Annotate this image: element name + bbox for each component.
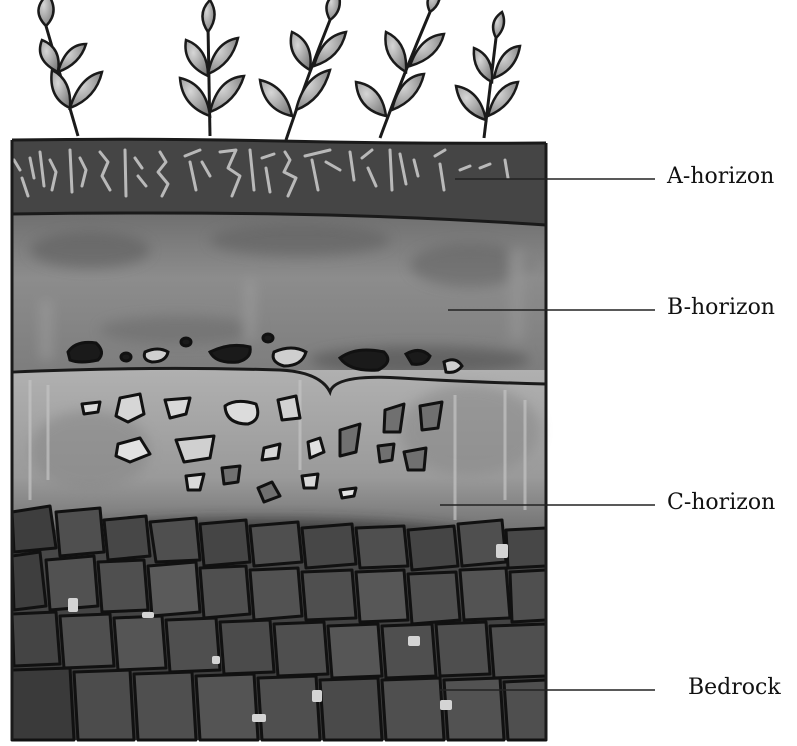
plant-icon bbox=[260, 0, 346, 140]
plant-icon bbox=[38, 0, 102, 136]
c-horizon-label: C-horizon bbox=[667, 492, 775, 514]
a-horizon-label: A-horizon bbox=[667, 166, 774, 188]
plant-icon bbox=[456, 12, 520, 138]
b-horizon-label: B-horizon bbox=[667, 297, 775, 319]
plant-icon bbox=[180, 0, 244, 136]
bedrock-blocks bbox=[12, 506, 546, 740]
a-horizon-layer bbox=[12, 139, 546, 225]
plant-icon bbox=[356, 0, 444, 138]
bedrock-label: Bedrock bbox=[688, 677, 781, 699]
